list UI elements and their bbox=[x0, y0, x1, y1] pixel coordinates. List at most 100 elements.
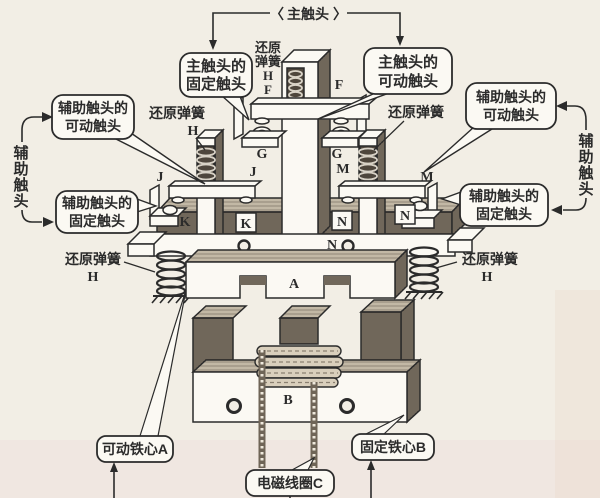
svg-text:辅助触头的: 辅助触头的 bbox=[62, 195, 132, 211]
letter-m-outer: M bbox=[420, 170, 433, 185]
svg-text:固定触头: 固定触头 bbox=[69, 213, 125, 229]
main-movable-contact-right bbox=[333, 117, 349, 125]
main-contact-label: 主触头 bbox=[287, 6, 329, 22]
header-line-right bbox=[347, 12, 401, 37]
aux-contact-tile-n-outer bbox=[394, 204, 416, 225]
svg-text:还原弹簧: 还原弹簧 bbox=[461, 251, 518, 267]
svg-text:可动触头: 可动触头 bbox=[378, 72, 438, 90]
svg-text:触: 触 bbox=[13, 176, 28, 194]
svg-text:主触头的: 主触头的 bbox=[186, 57, 246, 75]
bubble-aux-fixed-right: 辅助触头的 固定触头 bbox=[439, 183, 549, 227]
callout-bubbles: 主触头的 固定触头 主触头的 可动触头 辅助触头的 可动触头 辅助触头的 固定触… bbox=[51, 47, 557, 498]
arrow-down-left bbox=[209, 40, 217, 50]
letter-n-outer: N bbox=[400, 209, 410, 224]
letter-f-right: F bbox=[335, 78, 344, 93]
svg-text:辅助触头的: 辅助触头的 bbox=[469, 188, 539, 204]
svg-text:还原弹簧: 还原弹簧 bbox=[64, 251, 121, 267]
svg-text:H: H bbox=[263, 68, 273, 83]
label-return-spring-mid-left: 还原弹簧 H bbox=[148, 105, 206, 151]
arrow-down-right bbox=[396, 36, 404, 46]
aux-contact-tile-n-inner bbox=[331, 210, 353, 231]
svg-text:弹簧: 弹簧 bbox=[255, 54, 281, 69]
main-contact-header: 〈 主触头 〉 bbox=[209, 6, 404, 50]
svg-text:F: F bbox=[264, 82, 272, 97]
part-letters: F G G J J M M K K N N N A B bbox=[157, 78, 434, 408]
letter-m-inner: M bbox=[336, 162, 349, 177]
svg-text:可动触头: 可动触头 bbox=[483, 107, 539, 123]
letter-k-outer: K bbox=[180, 215, 191, 230]
support-wing-left bbox=[127, 243, 155, 257]
arrow-left-bottom-icon bbox=[551, 205, 562, 215]
ground-symbol-right bbox=[404, 291, 444, 300]
coil-lead-wires bbox=[258, 350, 318, 468]
arrow-right-bottom-icon bbox=[43, 217, 54, 227]
letter-k-inner: K bbox=[241, 217, 252, 232]
arrow-right-top-icon bbox=[42, 112, 53, 122]
label-return-spring-mid-right: 还原弹簧 bbox=[373, 104, 444, 151]
aux-contact-vertical-label-left: 辅 助 触 头 bbox=[13, 144, 28, 210]
aux-return-spring-left-coil bbox=[196, 147, 216, 181]
bubble-aux-movable-left: 辅助触头的 可动触头 bbox=[51, 94, 206, 185]
movable-core-a bbox=[184, 248, 409, 300]
svg-text:固定铁心B: 固定铁心B bbox=[360, 439, 426, 455]
bubble-aux-fixed-left: 辅助触头的 固定触头 bbox=[55, 190, 159, 234]
svg-text:可动铁心A: 可动铁心A bbox=[102, 441, 168, 457]
svg-text:辅: 辅 bbox=[578, 132, 593, 150]
svg-text:头: 头 bbox=[578, 181, 593, 198]
svg-text:还原: 还原 bbox=[254, 40, 281, 55]
svg-text:还原弹簧: 还原弹簧 bbox=[387, 104, 444, 120]
bubble-movable-core: 可动铁心A bbox=[96, 289, 187, 498]
svg-text:主触头的: 主触头的 bbox=[378, 53, 438, 71]
header-line-left bbox=[212, 12, 270, 41]
ground-symbol-left bbox=[151, 295, 191, 304]
svg-text:H: H bbox=[188, 124, 199, 139]
svg-text:头: 头 bbox=[13, 193, 28, 210]
arrow-left-top-icon bbox=[556, 101, 567, 111]
scan-tint-right bbox=[555, 290, 600, 498]
svg-text:助: 助 bbox=[578, 148, 593, 166]
spring-labels: 还原 弹簧 H F 还原弹簧 H 还原弹簧 还原弹簧 H 还原弹簧 H bbox=[64, 40, 518, 285]
aux-return-spring-right-coil bbox=[358, 147, 378, 181]
aux-contact-group-right: 辅 助 触 头 bbox=[551, 101, 594, 215]
bubble-main-movable: 主触头的 可动触头 bbox=[317, 47, 453, 120]
main-movable-contact-left bbox=[254, 117, 270, 125]
letter-j-outer: J bbox=[157, 170, 164, 185]
letter-g-right: G bbox=[332, 147, 343, 162]
letter-n-inner: N bbox=[337, 215, 347, 230]
base-hole-right bbox=[339, 398, 355, 414]
brace-close: 〉 bbox=[333, 6, 347, 22]
svg-text:触: 触 bbox=[578, 164, 593, 182]
aux-contact-group-left: 辅 助 触 头 bbox=[13, 112, 54, 227]
svg-text:助: 助 bbox=[13, 160, 28, 178]
return-spring-right bbox=[408, 246, 440, 293]
core-leg-center bbox=[279, 317, 319, 345]
svg-text:还原弹簧: 还原弹簧 bbox=[148, 105, 205, 121]
svg-text:固定触头: 固定触头 bbox=[476, 206, 532, 222]
label-return-spring-bottom-left: 还原弹簧 H bbox=[64, 251, 156, 285]
bubble-main-fixed: 主触头的 固定触头 bbox=[179, 52, 253, 121]
brace-open: 〈 bbox=[270, 6, 284, 22]
svg-text:H: H bbox=[482, 270, 493, 285]
aux-contact-tile-k bbox=[235, 212, 257, 233]
label-return-spring-top: 还原 弹簧 H F bbox=[254, 40, 281, 97]
aux-contact-vertical-label-right: 辅 助 触 头 bbox=[578, 132, 593, 198]
base-hole-left bbox=[226, 398, 242, 414]
letter-j-inner: J bbox=[250, 165, 257, 180]
bubble-coil: 电磁线圈C bbox=[245, 456, 335, 498]
svg-text:固定触头: 固定触头 bbox=[186, 75, 246, 93]
letter-g-left: G bbox=[257, 147, 268, 162]
bubble-aux-movable-right: 辅助触头的 可动触头 bbox=[423, 82, 557, 173]
svg-text:H: H bbox=[88, 270, 99, 285]
aux-fixed-bracket-left bbox=[148, 183, 188, 227]
label-return-spring-bottom-right: 还原弹簧 H bbox=[435, 251, 518, 285]
svg-text:可动触头: 可动触头 bbox=[65, 118, 121, 134]
svg-text:辅: 辅 bbox=[13, 144, 28, 162]
letter-b-core: B bbox=[283, 393, 292, 408]
svg-text:辅助触头的: 辅助触头的 bbox=[58, 100, 128, 116]
letter-a-core: A bbox=[289, 277, 300, 292]
letter-n-mid: N bbox=[327, 238, 337, 253]
support-wing-right bbox=[447, 239, 473, 253]
bubble-fixed-core: 固定铁心B bbox=[351, 414, 435, 498]
electromagnetic-coil bbox=[254, 345, 344, 388]
